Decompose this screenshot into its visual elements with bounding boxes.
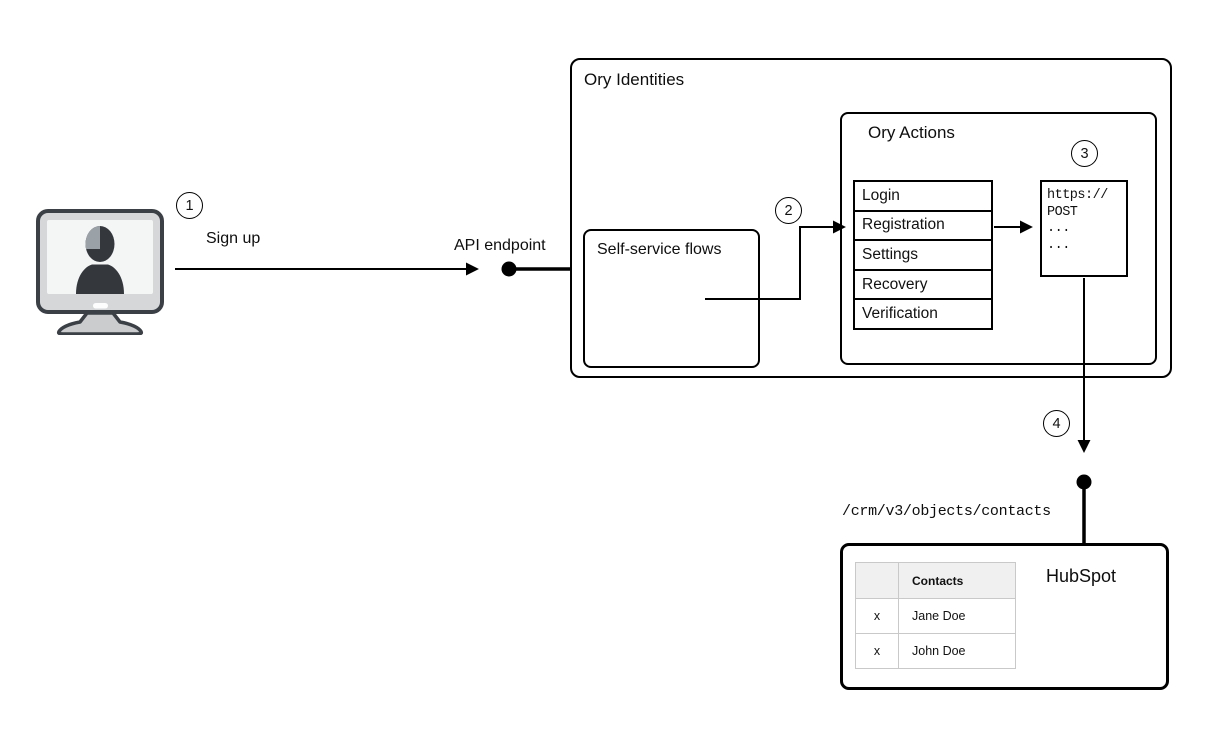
- flow-row-verification: Verification: [862, 305, 938, 323]
- code-line: https://: [1047, 188, 1108, 203]
- hubspot-endpoint-dot-icon: [1076, 474, 1092, 490]
- code-line: ...: [1047, 237, 1070, 253]
- step-3-badge: 3: [1071, 140, 1098, 167]
- contact-row-name: Jane Doe: [912, 609, 966, 623]
- flow-row-settings: Settings: [855, 241, 991, 271]
- contacts-header-label: Contacts: [912, 573, 964, 588]
- contact-row-marker: x: [856, 634, 899, 668]
- step-1-badge: 1: [176, 192, 203, 219]
- user-silhouette-icon: [76, 226, 124, 294]
- flow-row-registration: Registration: [855, 212, 991, 242]
- table-row: x Jane Doe: [856, 598, 1015, 633]
- step-4-badge: 4: [1043, 410, 1070, 437]
- monitor-button: [93, 303, 108, 309]
- self-service-flows-title: Self-service flows: [597, 241, 722, 258]
- api-endpoint-label: API endpoint: [454, 237, 546, 254]
- contacts-table-header: Contacts: [856, 563, 1015, 598]
- contacts-header-blank: [856, 563, 899, 598]
- api-endpoint-dot-icon: [501, 261, 517, 277]
- table-row: x John Doe: [856, 633, 1015, 668]
- flow-row-recovery: Recovery: [855, 271, 991, 301]
- contact-row-marker: x: [856, 599, 899, 633]
- ory-identities-title: Ory Identities: [584, 70, 685, 89]
- user-computer-icon: [36, 209, 164, 335]
- hubspot-title: HubSpot: [1046, 566, 1117, 586]
- flow-row-login: Login: [855, 182, 991, 212]
- contact-row-name: John Doe: [912, 644, 966, 658]
- hubspot-contacts-table: Contacts x Jane Doe x John Doe: [855, 562, 1016, 669]
- self-service-flow-table: Login Registration Settings Recovery Ver…: [853, 180, 993, 330]
- ory-actions-title: Ory Actions: [868, 123, 955, 142]
- code-line: ...: [1047, 221, 1070, 236]
- monitor-stand: [57, 311, 143, 335]
- sign-up-label: Sign up: [206, 230, 261, 247]
- code-line: POST: [1047, 204, 1078, 220]
- step-2-badge: 2: [775, 197, 802, 224]
- webhook-code-box: https:// POST ... ...: [1040, 180, 1128, 277]
- crm-api-path-label: /crm/v3/objects/contacts: [842, 503, 1051, 520]
